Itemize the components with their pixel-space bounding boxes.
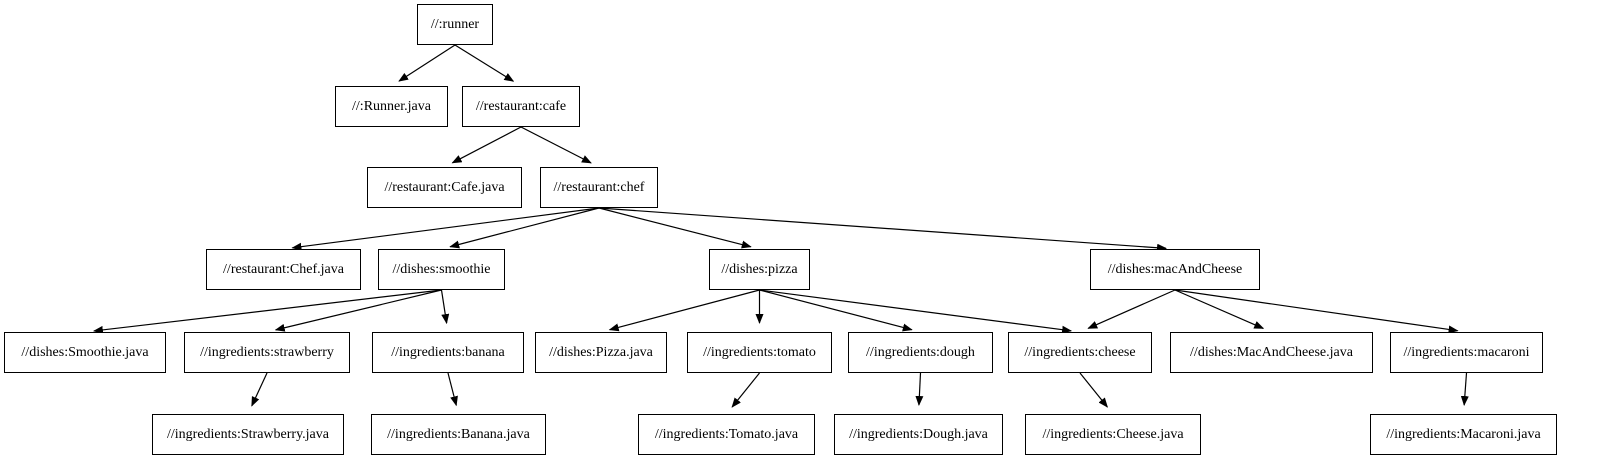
graph-node-label: //:Runner.java (352, 98, 431, 114)
graph-node-label: //restaurant:Cafe.java (384, 179, 505, 195)
graph-node-runner_java[interactable]: //:Runner.java (335, 86, 448, 127)
graph-node-macaroni[interactable]: //ingredients:macaroni (1390, 332, 1543, 373)
graph-node-strawberry[interactable]: //ingredients:strawberry (184, 332, 350, 373)
graph-node-smoothie_java[interactable]: //dishes:Smoothie.java (4, 332, 166, 373)
graph-node-label: //ingredients:Tomato.java (654, 426, 799, 442)
graph-node-macandcheese[interactable]: //dishes:macAndCheese (1090, 249, 1260, 290)
graph-node-label: //ingredients:banana (391, 344, 505, 360)
graph-node-label: //ingredients:Cheese.java (1042, 426, 1184, 442)
graph-node-runner[interactable]: //:runner (417, 4, 493, 45)
graph-node-dough_java[interactable]: //ingredients:Dough.java (834, 414, 1003, 455)
graph-node-smoothie[interactable]: //dishes:smoothie (378, 249, 505, 290)
graph-node-tomato[interactable]: //ingredients:tomato (687, 332, 832, 373)
graph-node-banana_java[interactable]: //ingredients:Banana.java (371, 414, 546, 455)
graph-node-cafe[interactable]: //restaurant:cafe (462, 86, 580, 127)
graph-node-label: //restaurant:Chef.java (223, 261, 344, 277)
graph-node-label: //ingredients:Dough.java (849, 426, 988, 442)
graph-node-cheese[interactable]: //ingredients:cheese (1008, 332, 1152, 373)
graph-node-label: //dishes:Smoothie.java (21, 344, 149, 360)
graph-node-label: //ingredients:Banana.java (387, 426, 530, 442)
graph-node-strawberry_java[interactable]: //ingredients:Strawberry.java (152, 414, 344, 455)
graph-node-label: //restaurant:cafe (475, 98, 567, 114)
graph-node-label: //ingredients:Macaroni.java (1386, 426, 1541, 442)
graph-node-macaroni_java[interactable]: //ingredients:Macaroni.java (1370, 414, 1557, 455)
graph-node-dough[interactable]: //ingredients:dough (848, 332, 993, 373)
graph-node-pizza[interactable]: //dishes:pizza (709, 249, 810, 290)
graph-node-label: //dishes:macAndCheese (1107, 261, 1243, 277)
graph-node-label: //ingredients:tomato (703, 344, 816, 360)
graph-node-cheese_java[interactable]: //ingredients:Cheese.java (1025, 414, 1201, 455)
graph-node-pizza_java[interactable]: //dishes:Pizza.java (535, 332, 667, 373)
graph-node-label: //ingredients:macaroni (1403, 344, 1530, 360)
graph-node-label: //dishes:smoothie (392, 261, 491, 277)
graph-node-tomato_java[interactable]: //ingredients:Tomato.java (638, 414, 815, 455)
graph-node-label: //dishes:Pizza.java (549, 344, 653, 360)
graph-node-banana[interactable]: //ingredients:banana (372, 332, 524, 373)
graph-node-label: //ingredients:strawberry (200, 344, 334, 360)
graph-node-label: //restaurant:chef (553, 179, 645, 195)
graph-node-label: //dishes:MacAndCheese.java (1190, 344, 1353, 360)
graph-node-chef[interactable]: //restaurant:chef (540, 167, 658, 208)
graph-node-chef_java[interactable]: //restaurant:Chef.java (206, 249, 361, 290)
graph-node-label: //ingredients:dough (866, 344, 975, 360)
graph-node-label: //ingredients:Strawberry.java (167, 426, 329, 442)
graph-node-macandcheese_java[interactable]: //dishes:MacAndCheese.java (1170, 332, 1373, 373)
graph-node-label: //:runner (430, 16, 480, 32)
graph-node-label: //dishes:pizza (721, 261, 798, 277)
graph-node-cafe_java[interactable]: //restaurant:Cafe.java (367, 167, 522, 208)
graph-node-label: //ingredients:cheese (1024, 344, 1136, 360)
